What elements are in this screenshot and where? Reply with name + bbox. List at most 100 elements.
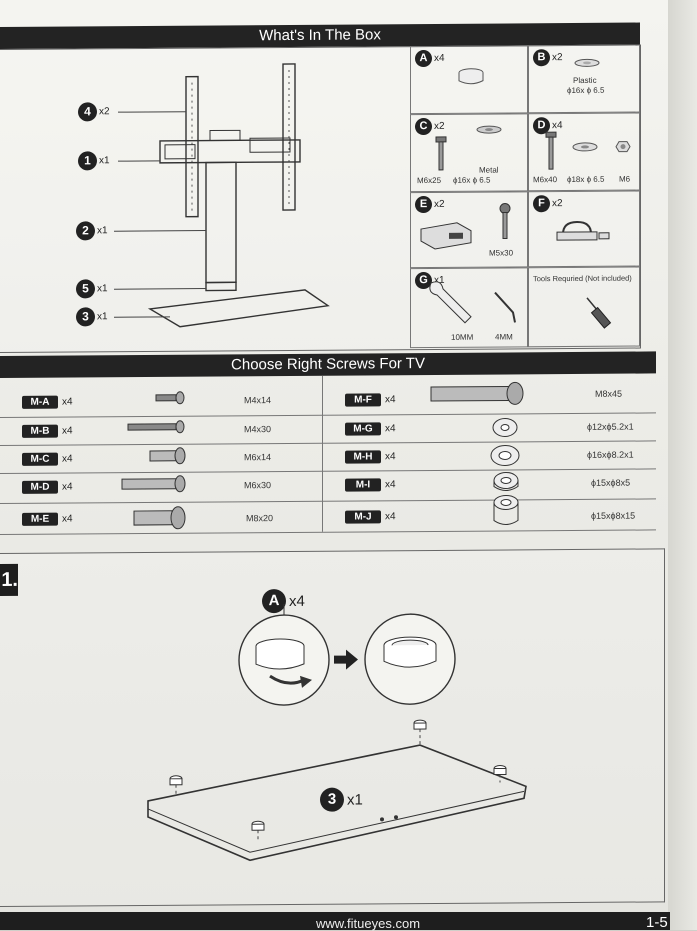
qty-mc: x4 xyxy=(62,453,73,464)
instruction-sheet: What's In The Box 4 x2 xyxy=(0,0,670,930)
cell-a: A x4 xyxy=(410,45,528,114)
tag-ma: M-A xyxy=(22,396,58,409)
size-me: M8x20 xyxy=(246,513,273,523)
screw-ma-icon xyxy=(156,392,196,406)
cable-clip-icon xyxy=(553,218,613,254)
tag-mh: M-H xyxy=(345,450,381,463)
cell-g: G x1 10MM 4MM xyxy=(410,267,528,348)
qty-c: x2 xyxy=(434,121,445,132)
bolt-m5x30-icon xyxy=(495,204,515,244)
c-label-metal: Metal xyxy=(479,166,499,175)
tag-mb: M-B xyxy=(22,425,58,438)
tag-mf: M-F xyxy=(345,393,381,406)
d-label-nut: M6 xyxy=(619,175,630,184)
qty-mb: x4 xyxy=(62,425,73,436)
screw-row-mi: M-I x4 ϕ15xϕ8x5 xyxy=(323,468,656,499)
size-md: M6x30 xyxy=(244,480,271,490)
screw-me-icon xyxy=(134,506,194,530)
badge-c: C xyxy=(415,118,432,135)
part-5-badge: 5 xyxy=(76,279,95,298)
part-1-badge: 1 xyxy=(78,151,97,170)
cell-c: C x2 Metal M6x25 ϕ16x ϕ 6.5 xyxy=(410,113,528,192)
step-1-illustration xyxy=(0,535,670,900)
screw-row-mg: M-G x4 ϕ12xϕ5.2x1 xyxy=(323,412,656,443)
nut-icon xyxy=(613,140,633,154)
tag-mi: M-I xyxy=(345,478,381,491)
part-2-badge: 2 xyxy=(76,221,95,240)
plastic-washer-icon xyxy=(573,58,603,70)
b-label-size: ϕ16x ϕ 6.5 xyxy=(567,86,604,95)
cell-f: F x2 xyxy=(528,191,640,268)
screws-title: Choose Right Screws For TV xyxy=(231,355,425,373)
size-mi: ϕ15xϕ8x5 xyxy=(591,478,630,488)
metal-washer-icon xyxy=(475,124,505,136)
screw-md-icon xyxy=(122,476,192,494)
part-5-callout: 5 x1 xyxy=(76,279,108,298)
qty-ma: x4 xyxy=(62,396,73,407)
badge-e: E xyxy=(415,196,432,213)
screw-row-me: M-E x4 M8x20 xyxy=(0,501,322,534)
bracket-icon xyxy=(417,215,477,255)
part-1-qty: x1 xyxy=(99,155,110,166)
e-label-bolt: M5x30 xyxy=(489,248,513,257)
qty-e: x2 xyxy=(434,199,445,210)
bolt-m6x25-icon xyxy=(431,137,451,177)
size-mc: M6x14 xyxy=(244,452,271,462)
part-5-qty: x1 xyxy=(97,283,108,294)
foot-pad-icon xyxy=(453,67,493,97)
size-mh: ϕ16xϕ8.2x1 xyxy=(587,450,634,460)
qty-d: x4 xyxy=(552,120,563,131)
size-mj: ϕ15xϕ8x15 xyxy=(591,511,635,521)
spacer-mj-icon xyxy=(491,494,525,528)
size-ma: M4x14 xyxy=(244,395,271,405)
badge-b: B xyxy=(533,49,550,66)
qty-mh: x4 xyxy=(385,451,396,462)
part-4-callout: 4 x2 xyxy=(78,102,110,121)
qty-f: x2 xyxy=(552,198,563,209)
footer-website: www.fitueyes.com xyxy=(316,916,420,931)
cell-tools: Tools Requried (Not included) xyxy=(528,267,640,348)
size-mf: M8x45 xyxy=(595,389,622,399)
tag-me: M-E xyxy=(22,513,58,526)
washer-mh-icon xyxy=(489,443,525,467)
qty-mg: x4 xyxy=(385,423,396,434)
screwdriver-icon xyxy=(583,294,623,334)
hex-key-icon xyxy=(491,288,521,328)
washer-d-icon xyxy=(571,142,601,154)
qty-b: x2 xyxy=(552,52,563,63)
parts-grid: A x4 B x2 Plastic ϕ16x ϕ 6.5 C xyxy=(410,45,640,349)
tag-mj: M-J xyxy=(345,510,381,523)
c-label-bolt: M6x25 xyxy=(417,176,441,185)
tag-mg: M-G xyxy=(345,422,381,435)
cell-d: D x4 M6x40 ϕ18x ϕ 6.5 M6 xyxy=(528,113,640,192)
cell-e: E x2 M5x30 xyxy=(410,191,528,268)
screw-mc-icon xyxy=(150,448,190,466)
qty-mf: x4 xyxy=(385,394,396,405)
washer-mg-icon xyxy=(491,416,521,438)
part-1-callout: 1 x1 xyxy=(78,151,110,170)
footer-bar: www.fitueyes.com 1-5 xyxy=(0,912,670,930)
d-label-bolt: M6x40 xyxy=(533,175,557,184)
part-2-callout: 2 x1 xyxy=(76,221,108,240)
step-part-3-callout: 3 x1 xyxy=(320,787,363,811)
step-badge-3: 3 xyxy=(320,788,344,812)
g-label-wrench: 10MM xyxy=(451,333,473,342)
badge-a: A xyxy=(415,50,432,67)
qty-mi: x4 xyxy=(385,479,396,490)
screw-mf-icon xyxy=(431,381,531,406)
b-label-plastic: Plastic xyxy=(573,76,597,85)
tools-label: Tools Requried (Not included) xyxy=(533,274,632,284)
screw-row-ma: M-A x4 M4x14 xyxy=(0,387,322,417)
part-3-badge: 3 xyxy=(76,307,95,326)
tag-mc: M-C xyxy=(22,453,58,466)
size-mg: ϕ12xϕ5.2x1 xyxy=(587,422,634,432)
next-page-edge xyxy=(668,0,697,930)
qty-me: x4 xyxy=(62,513,73,524)
part-2-qty: x1 xyxy=(97,225,108,236)
footer-page-number: 1-5 xyxy=(646,914,668,931)
d-label-washer: ϕ18x ϕ 6.5 xyxy=(567,175,604,184)
c-label-washer: ϕ16x ϕ 6.5 xyxy=(453,176,490,185)
